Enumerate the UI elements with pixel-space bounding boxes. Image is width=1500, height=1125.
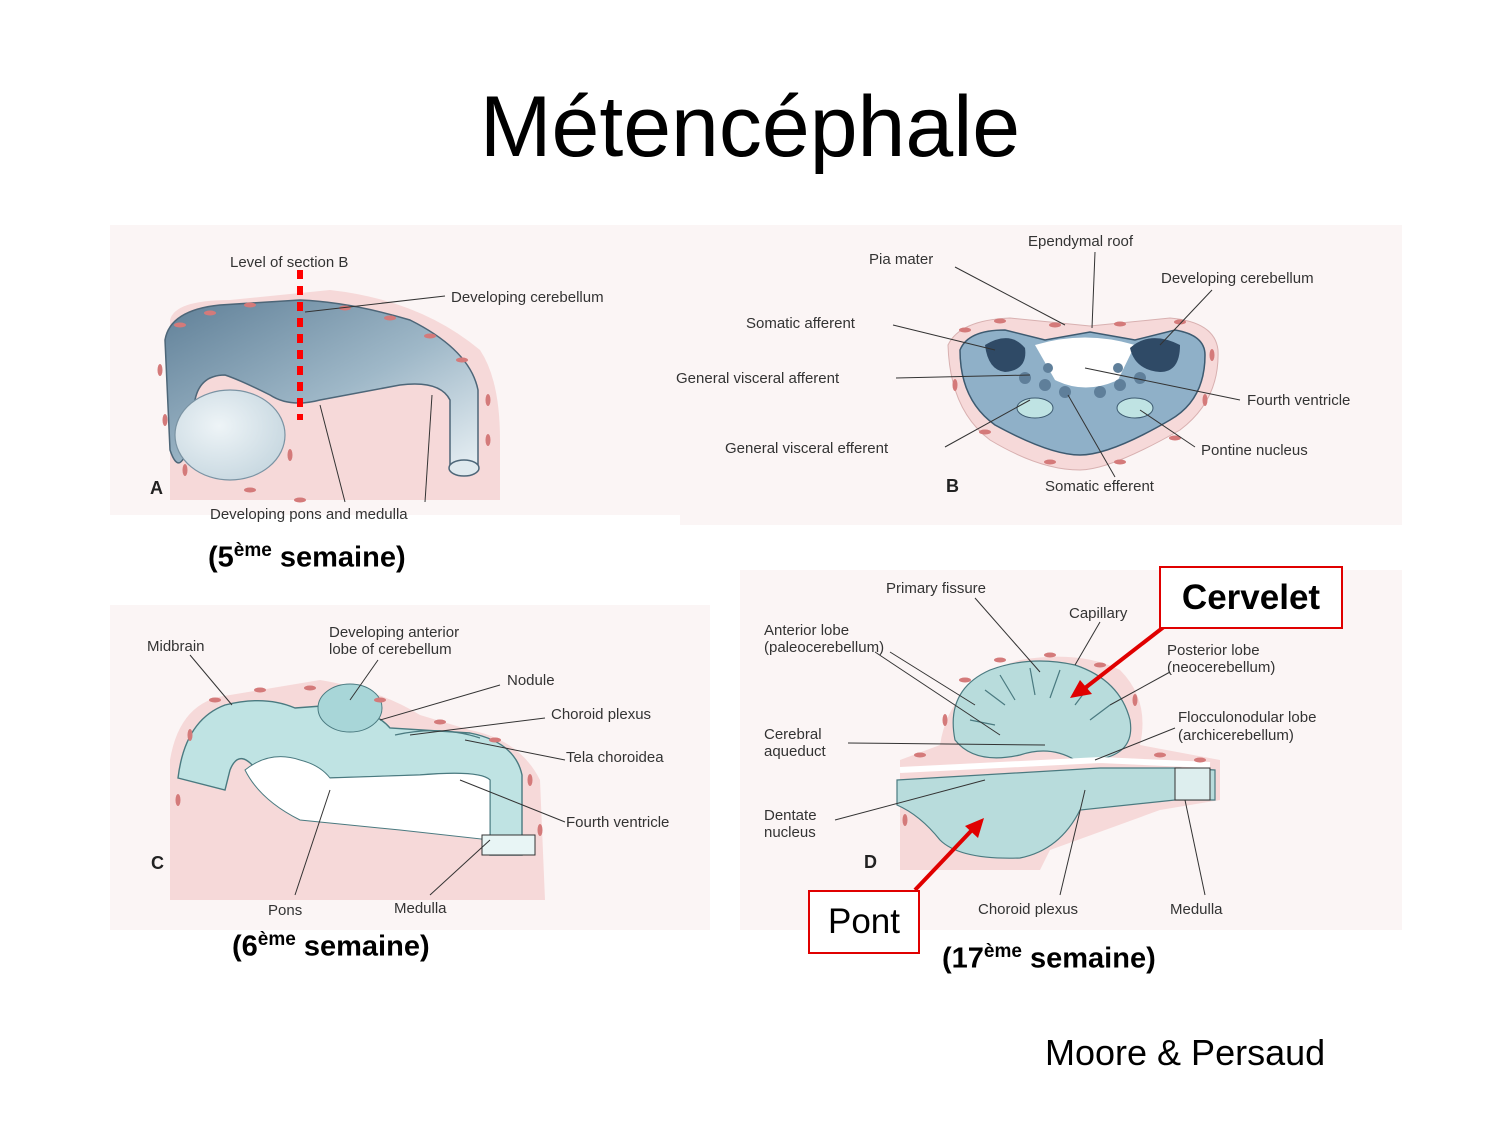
label-somatic-efferent: Somatic efferent [1045,478,1155,495]
label-fourth-ventricle-b: Fourth ventricle [1247,392,1350,409]
label-developing-anterior: Developing anterior [329,624,459,641]
panel-letter-b: B [946,476,959,496]
label-nucleus: nucleus [764,824,816,841]
label-archicerebellum: (archicerebellum) [1178,727,1294,744]
caption-week-5-sup: ème [233,540,272,561]
label-level-section-b: Level of section B [230,254,348,271]
label-developing-pons-medulla: Developing pons and medulla [210,506,408,523]
label-lobe-of-cerebellum: lobe of cerebellum [329,641,452,658]
credit-source: Moore & Persaud [1045,1032,1326,1073]
caption-week-5-num: (5 [208,541,234,574]
panel-letter-a: A [150,478,163,498]
callout-cervelet: Cervelet [1159,566,1343,629]
caption-week-6-num: (6 [232,930,258,963]
label-tela-choroidea: Tela choroidea [566,749,664,766]
caption-week-17-sup: ème [983,941,1022,962]
label-capillary: Capillary [1069,605,1128,622]
label-cerebral: Cerebral [764,726,822,743]
label-flocculonodular-lobe: Flocculonodular lobe [1178,709,1316,726]
caption-week-17-num: (17 [942,942,984,975]
label-midbrain: Midbrain [147,638,205,655]
caption-week-5-rest: semaine) [271,541,406,574]
label-developing-cerebellum-a: Developing cerebellum [451,289,604,306]
label-posterior-lobe: Posterior lobe [1167,642,1260,659]
slide-title: Métencéphale [479,79,1021,175]
callout-pont: Pont [808,890,920,954]
panel-b-figure [680,225,1402,525]
label-nodule: Nodule [507,672,555,689]
label-pontine-nucleus: Pontine nucleus [1201,442,1308,459]
panel-c-figure [110,605,710,930]
caption-week-17: (17ème semaine) [942,941,1156,976]
panel-letter-c: C [151,853,164,873]
label-general-visceral-afferent: General visceral afferent [676,370,840,387]
caption-week-6-sup: ème [257,929,296,950]
label-choroid-plexus-c: Choroid plexus [551,706,651,723]
label-fourth-ventricle-c: Fourth ventricle [566,814,669,831]
label-choroid-plexus-d: Choroid plexus [978,901,1078,918]
panel-d-figure [740,570,1402,930]
caption-week-5: (5ème semaine) [208,540,406,575]
caption-week-6-rest: semaine) [295,930,430,963]
label-medulla-c: Medulla [394,900,447,917]
caption-week-6: (6ème semaine) [232,929,430,964]
label-anterior-lobe: Anterior lobe [764,622,849,639]
label-medulla-d: Medulla [1170,901,1223,918]
panel-a-figure [110,225,680,515]
label-paleocerebellum: (paleocerebellum) [764,639,884,656]
label-somatic-afferent: Somatic afferent [746,315,856,332]
label-aqueduct: aqueduct [764,743,827,760]
label-neocerebellum: (neocerebellum) [1167,659,1275,676]
label-developing-cerebellum-b: Developing cerebellum [1161,270,1314,287]
neural-tube-a [164,299,479,471]
panel-letter-d: D [864,852,877,872]
caption-week-17-rest: semaine) [1021,942,1156,975]
label-primary-fissure: Primary fissure [886,580,986,597]
label-dentate: Dentate [764,807,817,824]
label-ependymal-roof: Ependymal roof [1028,233,1134,250]
label-general-visceral-efferent: General visceral efferent [725,440,889,457]
label-pia-mater: Pia mater [869,251,933,268]
label-pons-c: Pons [268,902,302,919]
